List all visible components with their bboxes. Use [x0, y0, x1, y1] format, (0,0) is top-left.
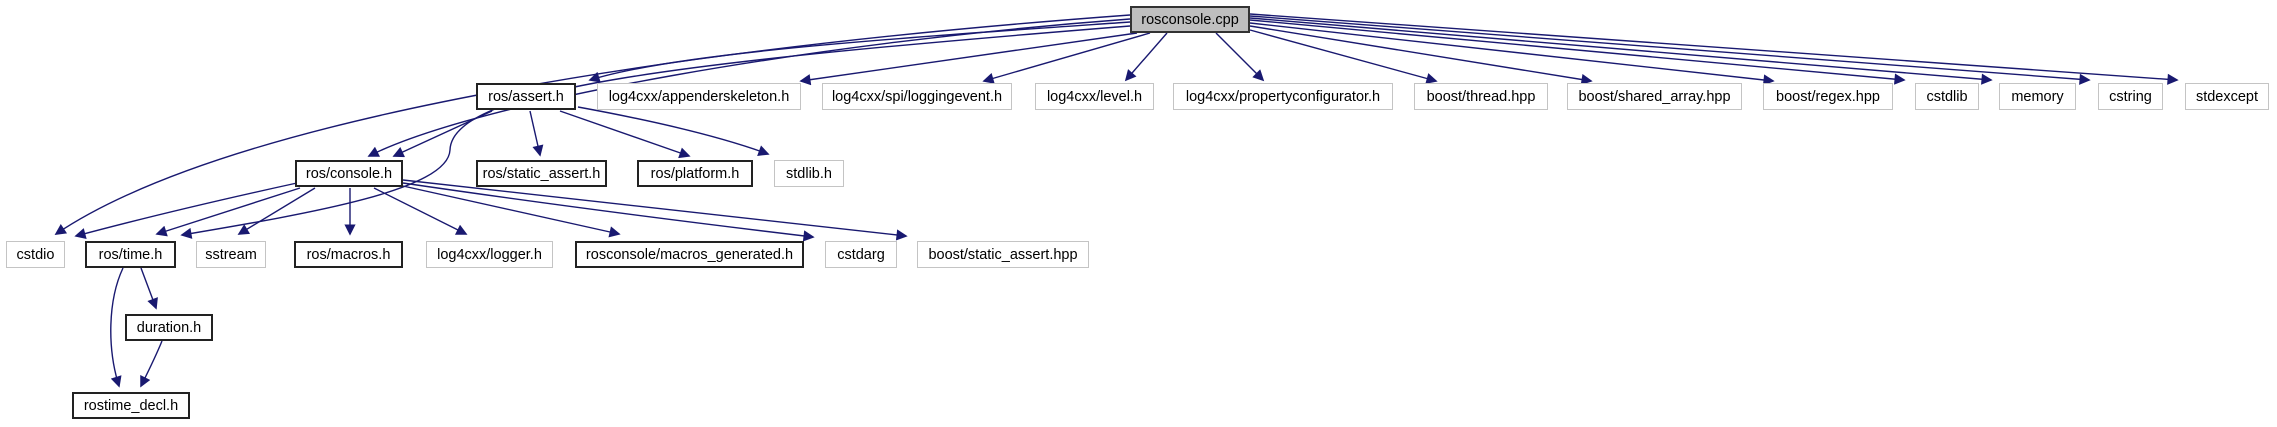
edge-rosconsole-to-memory — [1249, 17, 1993, 85]
edge-time-to-duration — [140, 267, 158, 310]
node-ros-assert-h[interactable]: ros/assert.h — [476, 83, 576, 110]
node-cstdarg: cstdarg — [825, 241, 897, 268]
edge-time-to-rostimedecl — [110, 267, 124, 388]
edge-rosconsole-to-console — [367, 18, 1131, 157]
edge-rosconsole-to-assert — [588, 21, 1131, 83]
edge-rosconsole-to-appender — [799, 32, 1138, 86]
node-ros-macros-h[interactable]: ros/macros.h — [294, 241, 403, 268]
node-log4cxx-appenderskeleton-h: log4cxx/appenderskeleton.h — [597, 83, 801, 110]
node-rosconsole-macros-generated-h[interactable]: rosconsole/macros_generated.h — [575, 241, 804, 268]
edge-rosconsole-to-thread — [1249, 29, 1438, 84]
edge-rosconsole-to-level — [1124, 32, 1168, 82]
node-memory: memory — [1999, 83, 2076, 110]
node-log4cxx-logger-h: log4cxx/logger.h — [426, 241, 553, 268]
node-stdlib-h: stdlib.h — [774, 160, 844, 187]
node-boost-shared-array-hpp: boost/shared_array.hpp — [1567, 83, 1742, 110]
edge-rosconsole-to-propertycfg — [1215, 32, 1265, 82]
node-ros-time-h[interactable]: ros/time.h — [85, 241, 176, 268]
edge-rosconsole-to-time — [180, 25, 1131, 239]
edge-rosconsole-to-cstring — [1249, 15, 2091, 85]
node-ros-static-assert-h[interactable]: ros/static_assert.h — [476, 160, 607, 187]
edge-assert-to-platform — [559, 110, 691, 159]
edge-console-to-booststaticassert — [402, 179, 908, 241]
node-boost-regex-hpp: boost/regex.hpp — [1763, 83, 1893, 110]
node-log4cxx-level-h: log4cxx/level.h — [1035, 83, 1154, 110]
node-rosconsole-cpp: rosconsole.cpp — [1130, 6, 1250, 33]
edge-console-to-logger — [373, 187, 468, 235]
edge-console-to-macrosgenerated — [402, 185, 621, 238]
edge-assert-to-console — [392, 110, 493, 158]
edge-console-to-cstdio — [74, 182, 298, 239]
edge-rosconsole-to-regex — [1249, 22, 1775, 86]
node-boost-thread-hpp: boost/thread.hpp — [1414, 83, 1548, 110]
node-cstring: cstring — [2098, 83, 2163, 110]
node-log4cxx-spi-loggingevent-h: log4cxx/spi/loggingevent.h — [822, 83, 1012, 110]
edge-rosconsole-to-loggingevent — [982, 32, 1151, 84]
node-stdexcept: stdexcept — [2185, 83, 2269, 110]
edge-assert-to-staticassert — [529, 110, 544, 157]
node-ros-console-h[interactable]: ros/console.h — [295, 160, 403, 187]
node-boost-static-assert-hpp: boost/static_assert.hpp — [917, 241, 1089, 268]
edge-duration-to-rostimedecl — [140, 340, 163, 388]
node-duration-h[interactable]: duration.h — [125, 314, 213, 341]
node-ros-platform-h[interactable]: ros/platform.h — [637, 160, 753, 187]
node-cstdlib: cstdlib — [1915, 83, 1979, 110]
node-rostime-decl-h[interactable]: rostime_decl.h — [72, 392, 190, 419]
node-log4cxx-propertyconfigurator-h: log4cxx/propertyconfigurator.h — [1173, 83, 1393, 110]
edge-assert-to-stdlib — [577, 106, 770, 156]
node-sstream: sstream — [196, 241, 266, 268]
edge-rosconsole-to-cstdlib — [1249, 19, 1906, 85]
edge-console-to-time — [155, 187, 301, 237]
edge-console-to-cstdarg — [402, 182, 815, 242]
edge-console-to-sstream — [237, 187, 316, 235]
edge-rosconsole-to-stdexcept — [1249, 13, 2179, 85]
edge-rosconsole-to-sharedarray — [1249, 25, 1593, 86]
node-cstdio: cstdio — [6, 241, 65, 268]
